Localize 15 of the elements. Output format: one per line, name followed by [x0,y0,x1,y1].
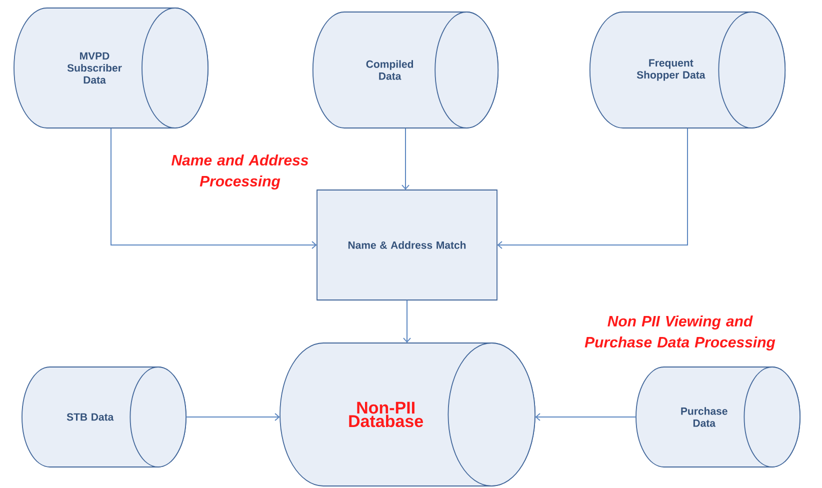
arrow [403,300,411,343]
arrow [110,128,317,249]
process-note: Name and Address Processing [172,154,308,190]
database-cylinder: STB Data [22,366,186,468]
database-cylinder: Non-PII Database [280,342,536,486]
database-cylinder: Purchase Data [636,366,800,468]
process-box: Name & Address Match [316,190,498,300]
database-cylinder: Frequent Shopper Data [589,12,786,128]
arrow [535,413,636,421]
process-note: Non PII Viewing and Purchase Data Processing [584,316,776,350]
arrow [186,413,280,421]
arrow [402,128,410,190]
arrow [497,128,688,249]
database-cylinder: Compiled Data [312,12,499,128]
database-cylinder: MVPD Subscriber Data [14,8,208,128]
